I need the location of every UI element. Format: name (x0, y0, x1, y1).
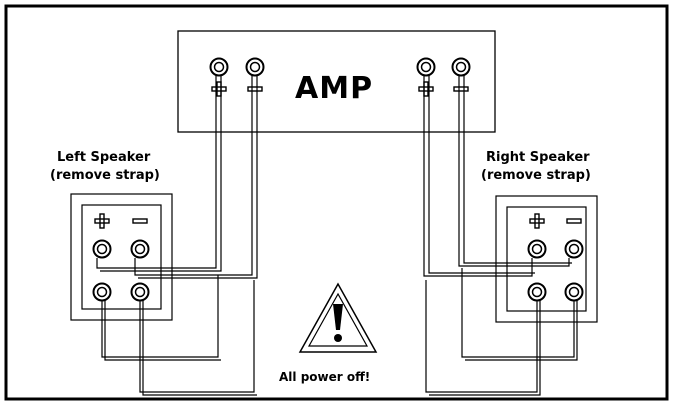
left-speaker-outer-box (70, 193, 173, 321)
right-speaker-title: Right Speaker (486, 150, 590, 165)
warning-text: All power off! (279, 370, 370, 384)
right-speaker-inner-box (506, 206, 587, 312)
amplifier: AMP (177, 30, 496, 133)
left-channel-wires (96, 75, 258, 396)
warning-triangle-icon (298, 282, 378, 353)
plus-icon (529, 213, 545, 229)
amp-terminal-left-positive (209, 57, 229, 77)
wire-left-bottom-positive (104, 300, 221, 361)
wire-right-positive (428, 75, 535, 274)
right-speaker-subtitle: (remove strap) (481, 168, 591, 183)
minus-icon (132, 218, 148, 224)
right-speaker-outer-box (495, 195, 598, 323)
minus-icon (453, 86, 469, 92)
wire-right-bottom-negative (461, 268, 575, 358)
right-speaker (495, 195, 598, 323)
minus-icon (247, 86, 263, 92)
wire-left-negative (134, 75, 253, 276)
wire-right-negative (458, 75, 570, 267)
right-speaker-terminal-bottom-positive (527, 282, 547, 302)
wire-left-positive (100, 75, 222, 272)
wire-right-bottom-positive (425, 280, 538, 393)
left-speaker-subtitle: (remove strap) (50, 168, 160, 183)
left-speaker-terminal-bottom-positive (92, 282, 112, 302)
left-speaker-title: Left Speaker (57, 150, 151, 165)
wire-right-negative (463, 75, 572, 264)
minus-icon (566, 218, 582, 224)
wire-left-bottom-negative (139, 280, 255, 393)
plus-icon (211, 81, 227, 97)
wire-left-bottom-positive (101, 275, 219, 358)
wire-right-bottom-positive (429, 300, 541, 396)
amp-box (177, 30, 496, 133)
wire-left-negative (138, 75, 258, 279)
amp-terminal-right-positive (416, 57, 436, 77)
amp-terminal-left-negative (245, 57, 265, 77)
wire-left-positive (96, 75, 217, 269)
left-speaker-terminal-top-negative (130, 239, 150, 259)
left-speaker-terminal-top-positive (92, 239, 112, 259)
plus-icon (418, 81, 434, 97)
plus-icon (94, 213, 110, 229)
wire-left-bottom-negative (142, 300, 257, 396)
left-speaker (70, 193, 173, 321)
right-speaker-terminal-bottom-negative (564, 282, 584, 302)
right-speaker-terminal-top-positive (527, 239, 547, 259)
left-speaker-terminal-bottom-negative (130, 282, 150, 302)
amp-terminal-right-negative (451, 57, 471, 77)
outer-frame (4, 4, 669, 401)
wire-right-bottom-negative (465, 300, 578, 361)
right-speaker-terminal-top-negative (564, 239, 584, 259)
right-channel-wires (423, 75, 578, 396)
wire-right-positive (423, 75, 533, 277)
left-speaker-inner-box (81, 204, 162, 310)
amp-label: AMP (295, 71, 373, 106)
